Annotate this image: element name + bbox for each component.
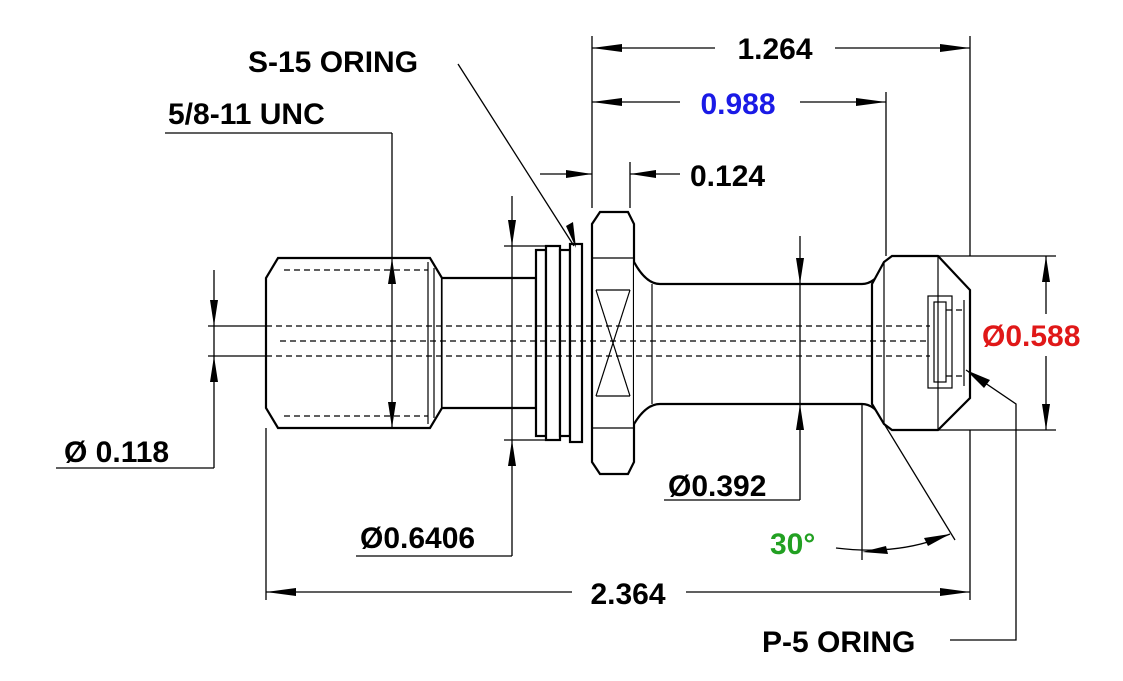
- arrow-06406-bottom: [508, 440, 516, 466]
- label-2364: 2.364: [590, 578, 665, 611]
- head: [870, 254, 972, 432]
- leader-s15: [457, 63, 575, 247]
- label-0118: Ø 0.118: [64, 436, 169, 469]
- neck-section: [442, 276, 538, 410]
- angle-edge-line: [871, 403, 956, 541]
- arrow-0392-bottom: [796, 404, 804, 430]
- arrow-0118-bottom: [210, 356, 218, 382]
- shank: [633, 261, 886, 425]
- label-0392: Ø0.392: [668, 470, 766, 503]
- arrow-p5: [966, 370, 990, 388]
- flange-diag-2: [595, 289, 631, 397]
- groove-ring-4: [568, 242, 584, 444]
- groove-ring-2: [544, 244, 562, 442]
- arrow-0392-top: [796, 258, 804, 284]
- arrow-0118-top: [210, 300, 218, 326]
- arrow-1264-left: [592, 44, 622, 52]
- arrow-0124-right: [630, 170, 656, 178]
- threaded-section: [264, 256, 444, 430]
- label-30deg: 30°: [770, 528, 815, 561]
- arrow-0124-left: [566, 170, 592, 178]
- label-0124: 0.124: [690, 160, 765, 193]
- arrow-thread-top: [388, 258, 396, 284]
- arrow-0988-left: [592, 98, 622, 106]
- p5-oring: [933, 301, 947, 383]
- label-s15-oring: S-15 ORING: [248, 46, 418, 79]
- label-thread: 5/8-11 UNC: [168, 98, 325, 131]
- arrow-2364-left: [266, 588, 296, 596]
- arrow-0588-top: [1042, 256, 1050, 282]
- arrow-angle-right: [924, 534, 950, 546]
- arrow-0588-bottom: [1042, 404, 1050, 430]
- groove-ring-3: [558, 248, 572, 438]
- arrow-thread-bottom: [388, 402, 396, 428]
- pull-stud-part: [264, 210, 972, 476]
- label-1264: 1.264: [737, 33, 812, 66]
- arrow-0988-right: [856, 98, 886, 106]
- leader-p5: [950, 369, 1017, 641]
- arrow-angle-left: [862, 546, 888, 554]
- label-0988: 0.988: [700, 88, 775, 121]
- dimensions: 1.264 0.988 0.124 S-15 ORING 5/8-11 UNC: [56, 33, 1080, 659]
- arrow-2364-right: [940, 588, 970, 596]
- groove-ring-1: [534, 248, 548, 438]
- label-06406: Ø0.6406: [360, 522, 475, 555]
- label-0588: Ø0.588: [982, 320, 1080, 353]
- arrow-s15: [566, 222, 576, 248]
- arrow-1264-right: [940, 44, 970, 52]
- arrow-06406-top: [508, 220, 516, 246]
- label-p5-oring: P-5 ORING: [762, 626, 915, 659]
- p5-oring-seat: [927, 295, 953, 389]
